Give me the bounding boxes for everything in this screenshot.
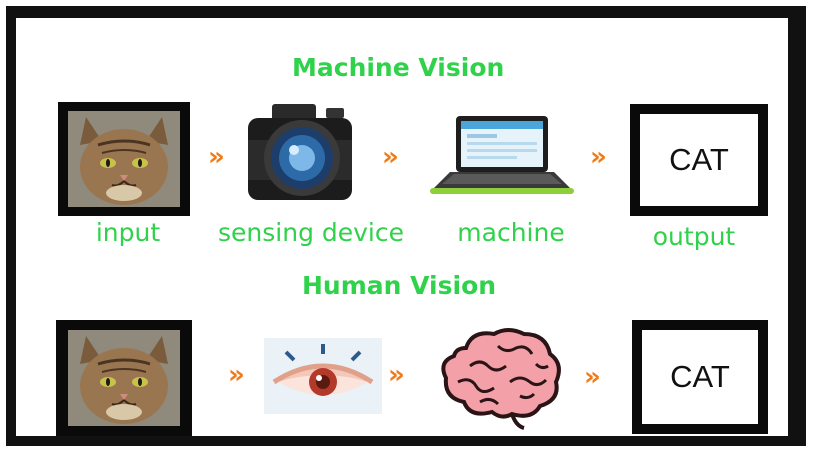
eye-icon (264, 338, 382, 414)
human-vision-heading: Human Vision (302, 271, 497, 300)
input-cat-photo (58, 102, 190, 216)
machine-vision-heading: Machine Vision (292, 53, 505, 82)
caption-sensing-device: sensing device (218, 218, 404, 247)
machine-output-label: CAT (669, 142, 729, 177)
arrow-5: » (388, 360, 405, 390)
arrow-4: » (228, 360, 245, 390)
arrow-2: » (382, 142, 399, 172)
caption-output: output (652, 222, 736, 251)
caption-input: input (95, 218, 161, 247)
cat-icon (68, 111, 180, 207)
arrow-6: » (584, 362, 601, 392)
cat-icon (68, 330, 180, 426)
machine-output-box: CAT (630, 104, 768, 216)
laptop-icon (430, 116, 574, 194)
camera-icon (248, 104, 352, 200)
brain-icon (441, 328, 561, 430)
caption-machine: machine (457, 218, 565, 247)
arrow-3: » (590, 142, 607, 172)
human-input-cat-photo (56, 320, 192, 436)
human-output-box: CAT (632, 320, 768, 434)
human-output-label: CAT (670, 359, 730, 394)
arrow-1: » (208, 142, 225, 172)
